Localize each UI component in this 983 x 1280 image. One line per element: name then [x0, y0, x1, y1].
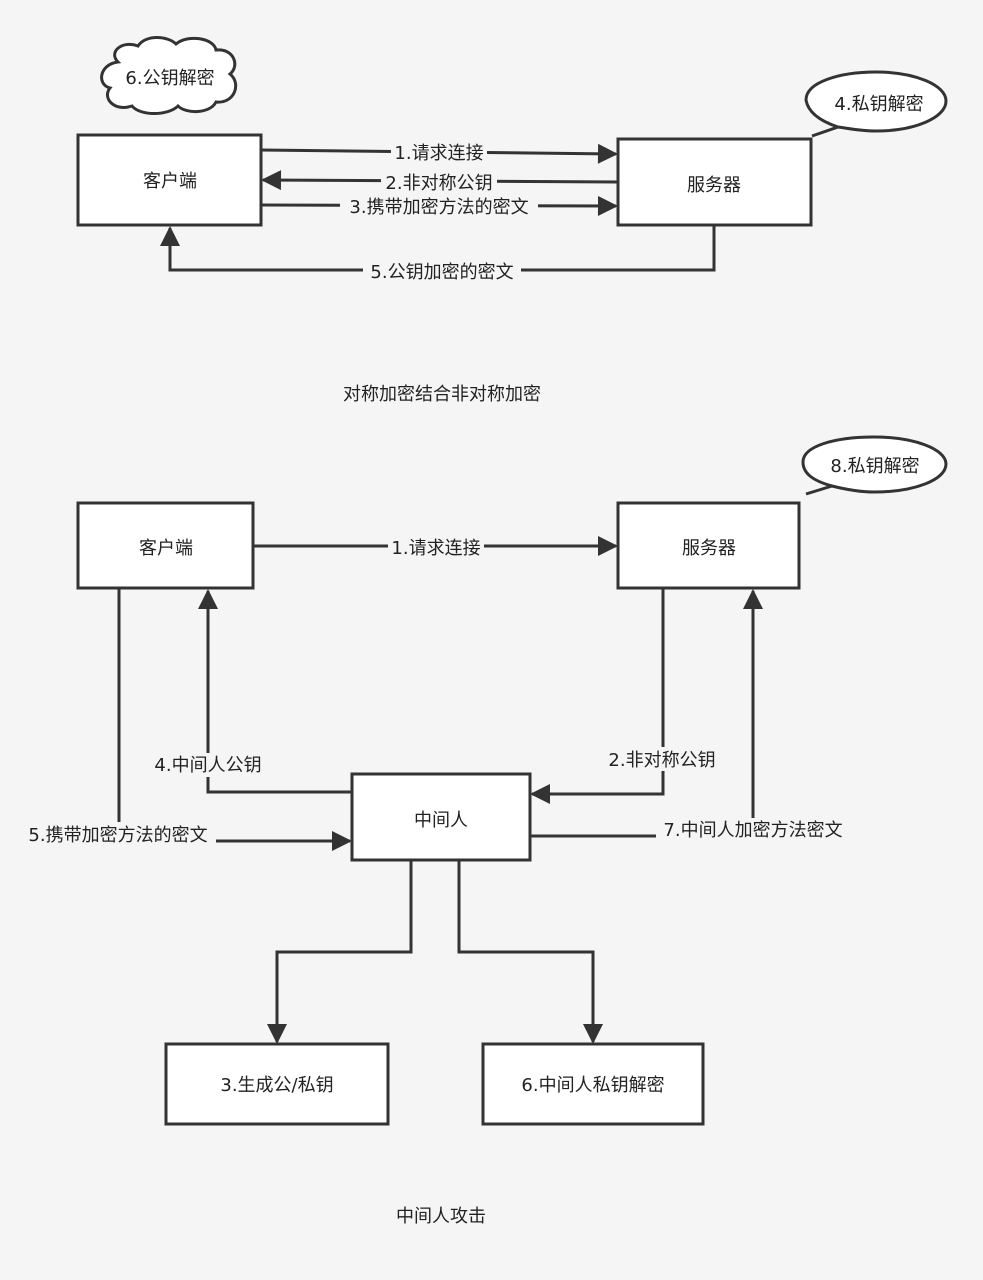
- arrow-asymmetric-public-key: 2.非对称公钥: [530, 588, 721, 804]
- arrow-label: 2.非对称公钥: [608, 750, 715, 771]
- arrow-to-mitm-decrypt: [457, 860, 603, 1044]
- client-note-label: 6.公钥解密: [125, 68, 214, 89]
- arrow-asymmetric-public-key: 2.非对称公钥: [261, 170, 619, 195]
- arrow-encrypted-method: 5.携带加密方法的密文: [20, 588, 352, 851]
- arrow-label: 3.携带加密方法的密文: [349, 197, 528, 218]
- client-note-cloud: 6.公钥解密: [100, 36, 238, 115]
- server-label: 服务器: [687, 175, 741, 196]
- arrow-label: 7.中间人加密方法密文: [663, 820, 842, 841]
- arrow-request-connection: 1.请求连接: [260, 141, 618, 165]
- mitm-label: 中间人: [414, 810, 468, 831]
- diagram-caption: 对称加密结合非对称加密: [343, 384, 541, 405]
- arrow-public-key-ciphertext: 5.公钥加密的密文: [160, 225, 716, 283]
- server-label: 服务器: [682, 538, 736, 559]
- arrow-encrypted-method: 3.携带加密方法的密文: [260, 194, 618, 218]
- generate-keys-box: [164, 1042, 390, 1126]
- client-box: [76, 133, 263, 227]
- server-note-label: 8.私钥解密: [830, 456, 919, 477]
- diagram-symmetric-asymmetric: 6.公钥解密 4.私钥解密 客户端 服务器 1.请求连接 2.非对称公钥 3: [76, 36, 948, 405]
- arrow-label: 5.公钥加密的密文: [370, 262, 513, 283]
- server-note-callout: 4.私钥解密: [804, 70, 948, 138]
- server-note-callout: 8.私钥解密: [801, 435, 948, 496]
- mitm-decrypt-label: 6.中间人私钥解密: [521, 1075, 664, 1096]
- mitm-box: [350, 772, 532, 862]
- server-box: [616, 137, 813, 227]
- client-box: [76, 501, 255, 590]
- server-note-label: 4.私钥解密: [834, 94, 923, 115]
- arrow-request-connection: 1.请求连接: [253, 535, 618, 559]
- arrow-mitm-public-key: 4.中间人公钥: [148, 589, 352, 794]
- diagram-caption: 中间人攻击: [396, 1206, 486, 1227]
- arrow-label: 1.请求连接: [394, 143, 483, 164]
- client-label: 客户端: [139, 538, 193, 559]
- arrow-label: 4.中间人公钥: [154, 755, 261, 776]
- diagram-mitm-attack: 8.私钥解密 客户端 服务器 中间人 3.生成公/私钥 6.中间人私钥解密 1.…: [20, 435, 948, 1227]
- arrow-label: 1.请求连接: [391, 538, 480, 559]
- arrow-label: 5.携带加密方法的密文: [28, 825, 207, 846]
- client-label: 客户端: [143, 171, 197, 192]
- arrow-label: 2.非对称公钥: [385, 173, 492, 194]
- arrow-mitm-encrypted-method: 7.中间人加密方法密文: [530, 589, 850, 842]
- arrow-to-generate-keys: [267, 860, 413, 1044]
- mitm-decrypt-box: [481, 1042, 705, 1126]
- generate-keys-label: 3.生成公/私钥: [220, 1075, 333, 1096]
- server-box: [616, 501, 801, 590]
